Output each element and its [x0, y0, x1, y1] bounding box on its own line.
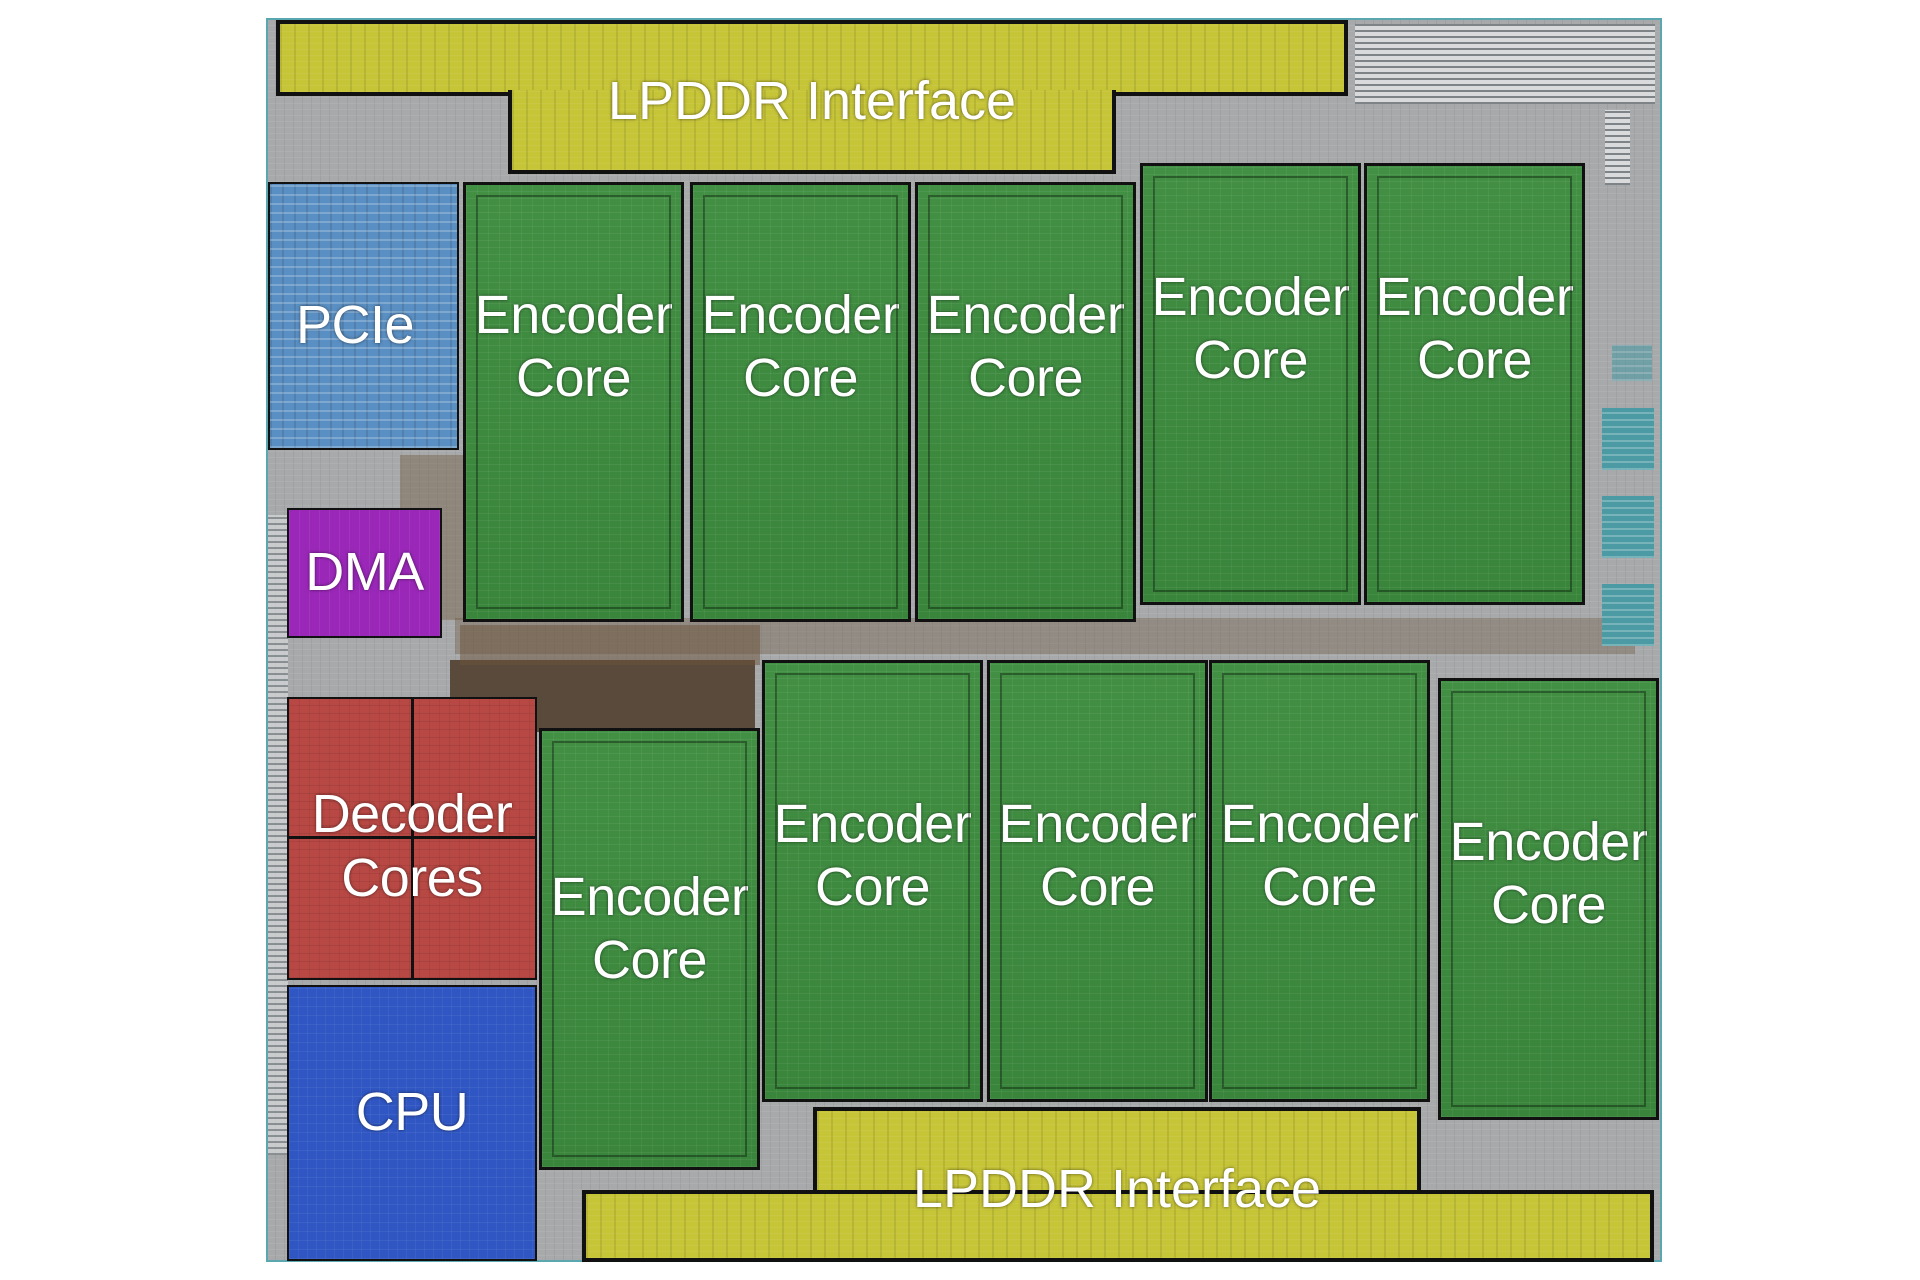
pcie-block: PCIe: [268, 182, 459, 450]
encoder-core-8: Encoder Core: [987, 660, 1208, 1102]
encoder-core-9: Encoder Core: [1209, 660, 1430, 1102]
dma-block: DMA: [287, 508, 442, 638]
analog-block: [1602, 496, 1654, 558]
analog-block: [1602, 584, 1654, 646]
encoder-core-label: Encoder Core: [1449, 811, 1648, 935]
lpddr-interface-bottom-bar: [582, 1190, 1654, 1262]
lpddr-interface-top-label: LPDDR Interface: [607, 71, 1017, 131]
decoder-core-divider: [289, 836, 535, 839]
lpddr-interface-bottom-stem: [813, 1107, 1421, 1197]
encoder-core-1: Encoder Core: [463, 182, 684, 622]
encoder-core-10: Encoder Core: [1438, 678, 1659, 1120]
cpu-block: CPU: [287, 985, 537, 1261]
cpu-label: CPU: [355, 1082, 469, 1143]
encoder-core-label: Encoder Core: [1220, 793, 1419, 917]
decoder-cores-block: Decoder Cores: [287, 697, 537, 980]
analog-block: [1612, 345, 1652, 381]
encoder-core-7: Encoder Core: [762, 660, 983, 1102]
analog-block: [1602, 408, 1654, 470]
encoder-core-2: Encoder Core: [690, 182, 911, 622]
io-pad-region: [1605, 110, 1630, 185]
io-pad-region: [1355, 24, 1655, 104]
lpddr-interface-bottom-label: LPDDR Interface: [912, 1159, 1322, 1219]
encoder-core-label: Encoder Core: [1151, 266, 1350, 390]
decoder-cores-label: Decoder Cores: [311, 784, 513, 908]
encoder-core-label: Encoder Core: [998, 793, 1197, 917]
logic-region: [455, 618, 1635, 654]
io-pad-region: [268, 515, 288, 1155]
encoder-core-label: Encoder Core: [474, 284, 673, 408]
pcie-label: PCIe: [296, 295, 415, 355]
encoder-core-label: Encoder Core: [550, 866, 749, 990]
encoder-core-label: Encoder Core: [701, 284, 900, 408]
dma-label: DMA: [305, 542, 424, 603]
encoder-core-5: Encoder Core: [1364, 163, 1585, 605]
encoder-core-label: Encoder Core: [773, 793, 972, 917]
encoder-core-3: Encoder Core: [915, 182, 1136, 622]
encoder-core-label: Encoder Core: [1375, 266, 1574, 390]
encoder-core-4: Encoder Core: [1140, 163, 1361, 605]
lpddr-interface-top-stem: [508, 90, 1116, 174]
logic-region: [460, 625, 760, 665]
encoder-core-label: Encoder Core: [926, 284, 1125, 408]
encoder-core-6: Encoder Core: [539, 728, 760, 1170]
